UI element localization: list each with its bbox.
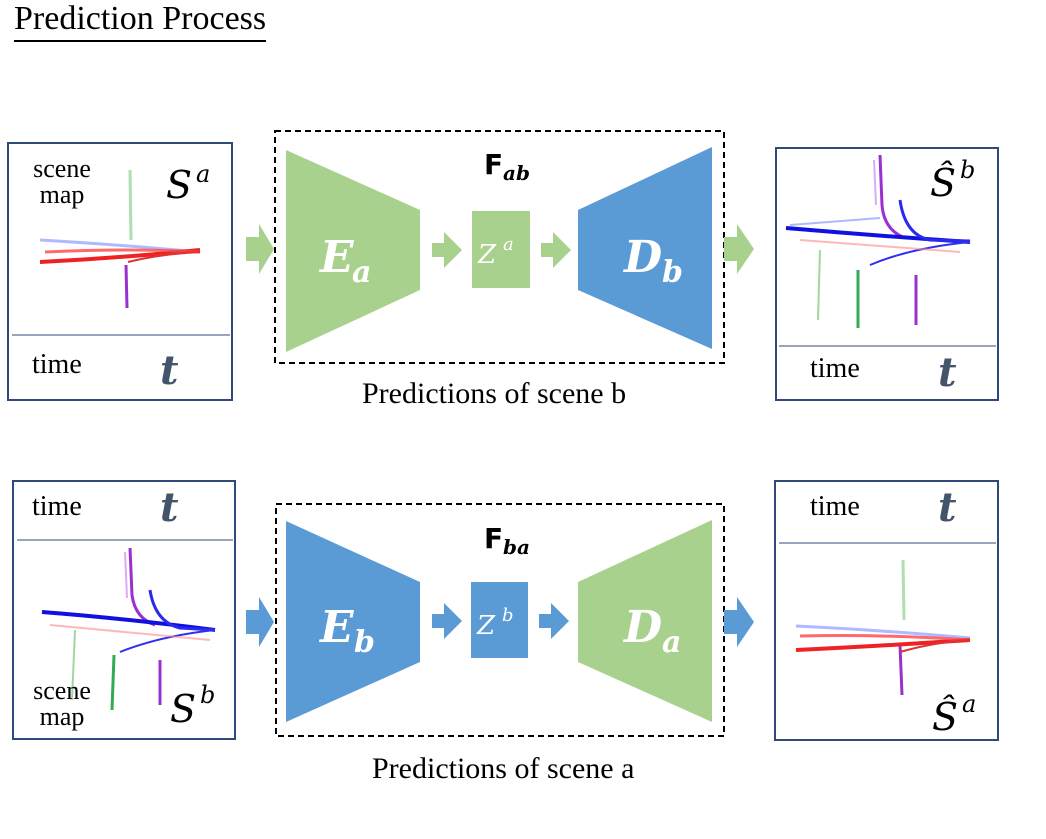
input-panel-top [7, 142, 233, 401]
predicted-scene-symbol: Ŝ [930, 161, 956, 205]
arrow-input-to-encoder-top [246, 224, 274, 274]
encoder-b-block [286, 521, 420, 722]
scene-map-b-image [41, 547, 216, 711]
scene-symbol: S [166, 163, 192, 207]
latent-a-block [472, 211, 530, 288]
arrow-encoder-to-latent-bottom [432, 603, 462, 639]
decoder-subscript: a [662, 625, 681, 660]
output-panel-top [775, 147, 999, 401]
time-label: time [810, 491, 860, 522]
scene-map-label-line1: scene [33, 154, 91, 183]
scene-superscript: a [196, 160, 210, 188]
input-panel-bottom [12, 480, 236, 740]
time-label: time [32, 349, 82, 380]
encoder-symbol: E [318, 602, 355, 653]
decoder-subscript: b [662, 255, 683, 290]
scene-map-a-image [795, 559, 971, 696]
output-panel-bottom [774, 480, 999, 741]
scene-map-label-line1: scene [33, 676, 91, 705]
latent-superscript: a [503, 234, 514, 255]
caption-top: Predictions of scene b [362, 377, 627, 410]
decoder-symbol: D [622, 232, 662, 283]
predicted-scene-superscript: a [962, 690, 976, 718]
arrow-decoder-to-output-bottom [724, 597, 754, 647]
time-symbol: t [160, 484, 179, 531]
function-subscript: ab [503, 161, 530, 185]
scene-superscript: b [200, 681, 215, 709]
page-title: Prediction Process [14, 0, 267, 42]
encoder-subscript: b [354, 625, 375, 660]
function-subscript: ba [503, 535, 530, 559]
arrow-latent-to-decoder-bottom [539, 603, 569, 639]
arrow-latent-to-decoder-top [541, 232, 571, 268]
latent-b-block [471, 582, 528, 658]
scene-map-label-line2: map [39, 180, 85, 209]
encoder-symbol: E [318, 232, 355, 283]
time-symbol: t [938, 484, 957, 531]
arrow-decoder-to-output-top [724, 224, 754, 274]
caption-bottom: Predictions of scene a [372, 752, 635, 785]
time-label: time [32, 491, 82, 522]
scene-symbol: S [170, 687, 196, 731]
time-symbol: t [160, 347, 179, 394]
encoder-subscript: a [352, 255, 371, 290]
time-label: time [810, 353, 860, 384]
scene-map-a-image [39, 169, 201, 309]
predicted-scene-superscript: b [960, 156, 975, 184]
function-name: F [484, 148, 503, 181]
latent-symbol: Z [477, 240, 497, 270]
arrow-input-to-encoder-bottom [246, 597, 274, 647]
scene-map-label-line2: map [39, 702, 85, 731]
function-name: F [484, 522, 503, 555]
decoder-symbol: D [622, 602, 662, 653]
scene-map-b-image [785, 154, 971, 328]
time-symbol: t [938, 349, 957, 396]
encoder-a-block [286, 150, 420, 352]
arrow-encoder-to-latent-top [432, 232, 462, 268]
latent-symbol: Z [476, 611, 496, 641]
decoder-a-block [578, 520, 712, 722]
decoder-b-block [578, 147, 712, 349]
predicted-scene-symbol: Ŝ [932, 695, 958, 739]
latent-superscript: b [502, 605, 514, 626]
